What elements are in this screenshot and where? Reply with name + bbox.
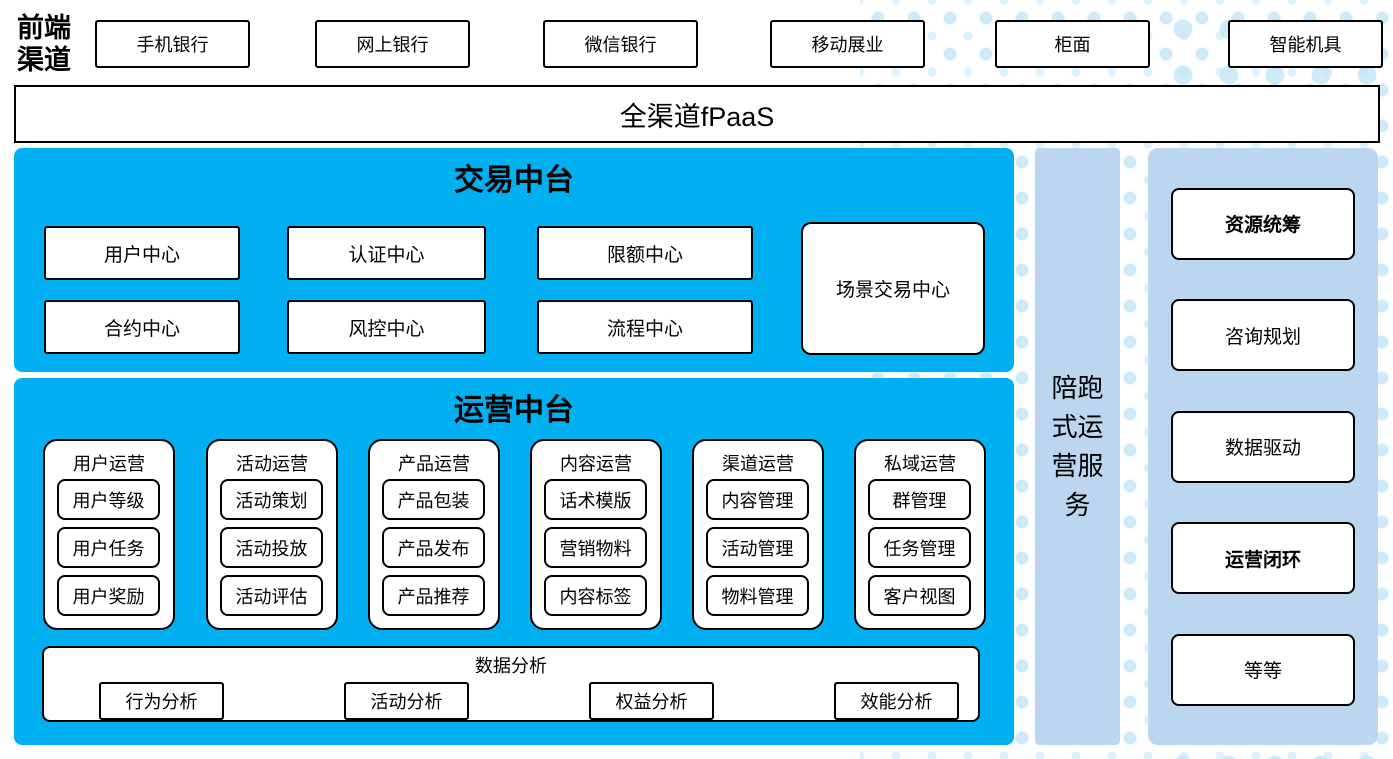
services-panel: 资源统筹 咨询规划 数据驱动 运营闭环 等等 [1148, 148, 1378, 745]
companion-service-label: 陪跑式运营服务 [1051, 372, 1104, 520]
analysis-item-behavior: 行为分析 [99, 682, 224, 720]
ops-item: 营销物料 [544, 527, 647, 568]
ops-column-header: 渠道运营 [722, 454, 794, 474]
ops-item: 产品推荐 [382, 575, 485, 616]
ops-item: 活动管理 [706, 527, 809, 568]
ops-item: 用户奖励 [57, 575, 160, 616]
ops-column-channel: 渠道运营 内容管理 活动管理 物料管理 [692, 439, 824, 630]
ops-item: 话术模版 [544, 479, 647, 520]
ops-column-header: 私域运营 [884, 454, 956, 474]
data-analysis-box: 数据分析 行为分析 活动分析 权益分析 效能分析 [42, 646, 980, 722]
companion-service-column: 陪跑式运营服务 [1035, 148, 1120, 745]
ops-item: 任务管理 [868, 527, 971, 568]
ops-item: 活动投放 [220, 527, 323, 568]
center-box-scene-trade: 场景交易中心 [801, 222, 985, 355]
ops-column-user: 用户运营 用户等级 用户任务 用户奖励 [43, 439, 175, 630]
analysis-item-activity: 活动分析 [344, 682, 469, 720]
trade-platform-panel: 交易中台 用户中心 认证中心 限额中心 合约中心 风控中心 流程中心 场景交易中… [14, 148, 1014, 372]
ops-column-activity: 活动运营 活动策划 活动投放 活动评估 [206, 439, 338, 630]
service-box-etc: 等等 [1171, 633, 1355, 706]
service-box-ops-loop: 运营闭环 [1171, 522, 1355, 594]
analysis-item-efficiency: 效能分析 [834, 682, 959, 720]
channel-box-wechat-banking: 微信银行 [543, 20, 698, 68]
data-analysis-title: 数据分析 [475, 656, 547, 676]
ops-item: 产品包装 [382, 479, 485, 520]
service-box-consulting: 咨询规划 [1171, 299, 1355, 371]
ops-item: 内容管理 [706, 479, 809, 520]
ops-item: 活动评估 [220, 575, 323, 616]
ops-item: 客户视图 [868, 575, 971, 616]
ops-column-header: 用户运营 [73, 454, 145, 474]
service-box-data-driven: 数据驱动 [1171, 410, 1355, 483]
channel-box-smart-devices: 智能机具 [1228, 20, 1383, 68]
ops-column-content: 内容运营 话术模版 营销物料 内容标签 [530, 439, 662, 630]
ops-item: 活动策划 [220, 479, 323, 520]
ops-column-private-domain: 私域运营 群管理 任务管理 客户视图 [854, 439, 986, 630]
channel-box-online-banking: 网上银行 [315, 20, 470, 68]
trade-platform-title: 交易中台 [454, 164, 574, 197]
ops-item: 内容标签 [544, 575, 647, 616]
ops-column-header: 产品运营 [398, 454, 470, 474]
ops-item: 群管理 [868, 479, 971, 520]
ops-item: 产品发布 [382, 527, 485, 568]
service-box-resource-planning: 资源统筹 [1171, 187, 1355, 260]
center-box-risk: 风控中心 [287, 300, 486, 354]
center-box-process: 流程中心 [537, 300, 753, 354]
ops-platform-title: 运营中台 [454, 394, 574, 427]
center-box-auth: 认证中心 [287, 226, 486, 280]
ops-item: 用户任务 [57, 527, 160, 568]
channel-box-mobile-banking: 手机银行 [95, 20, 250, 68]
channel-box-counter: 柜面 [995, 20, 1150, 68]
ops-item: 用户等级 [57, 479, 160, 520]
ops-platform-panel: 运营中台 用户运营 用户等级 用户任务 用户奖励 活动运营 活动策划 活动投放 … [14, 378, 1014, 745]
fpaas-bar: 全渠道fPaaS [14, 85, 1380, 143]
front-channels-label: 前端渠道 [17, 13, 71, 76]
ops-column-header: 内容运营 [560, 454, 632, 474]
ops-column-header: 活动运营 [236, 454, 308, 474]
center-box-contract: 合约中心 [44, 300, 240, 354]
center-box-limit: 限额中心 [537, 226, 753, 280]
center-box-user: 用户中心 [44, 226, 240, 280]
ops-item: 物料管理 [706, 575, 809, 616]
ops-column-product: 产品运营 产品包装 产品发布 产品推荐 [368, 439, 500, 630]
channel-box-mobile-sales: 移动展业 [770, 20, 925, 68]
analysis-item-rights: 权益分析 [589, 682, 714, 720]
